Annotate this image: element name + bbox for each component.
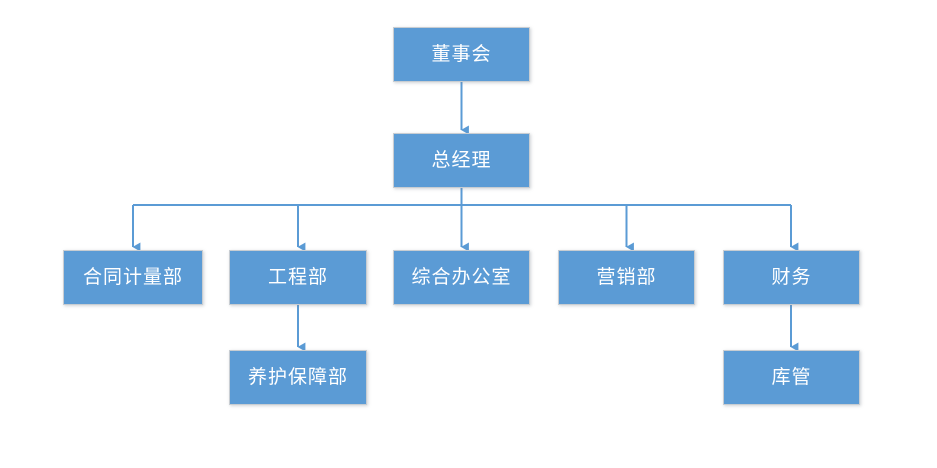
org-node-marketing[interactable]: 营销部 (558, 250, 695, 305)
org-node-contract-measurement[interactable]: 合同计量部 (63, 250, 203, 305)
org-node-label-board: 董事会 (431, 44, 492, 65)
org-node-maintenance-support[interactable]: 养护保障部 (229, 350, 367, 405)
org-node-label-general-office: 综合办公室 (411, 267, 512, 288)
org-node-warehouse[interactable]: 库管 (723, 350, 860, 405)
org-node-label-engineering: 工程部 (267, 267, 328, 288)
org-node-label-finance: 财务 (771, 267, 812, 288)
org-node-label-contract-measurement: 合同计量部 (82, 267, 183, 288)
org-node-label-marketing: 营销部 (596, 267, 657, 288)
org-node-label-general-manager: 总经理 (431, 150, 492, 171)
org-node-general-office[interactable]: 综合办公室 (393, 250, 530, 305)
org-node-general-manager[interactable]: 总经理 (393, 133, 530, 188)
org-node-label-warehouse: 库管 (771, 367, 812, 388)
org-node-finance[interactable]: 财务 (723, 250, 860, 305)
org-node-board[interactable]: 董事会 (393, 27, 530, 82)
org-node-label-maintenance-support: 养护保障部 (247, 367, 348, 388)
org-node-engineering[interactable]: 工程部 (229, 250, 367, 305)
